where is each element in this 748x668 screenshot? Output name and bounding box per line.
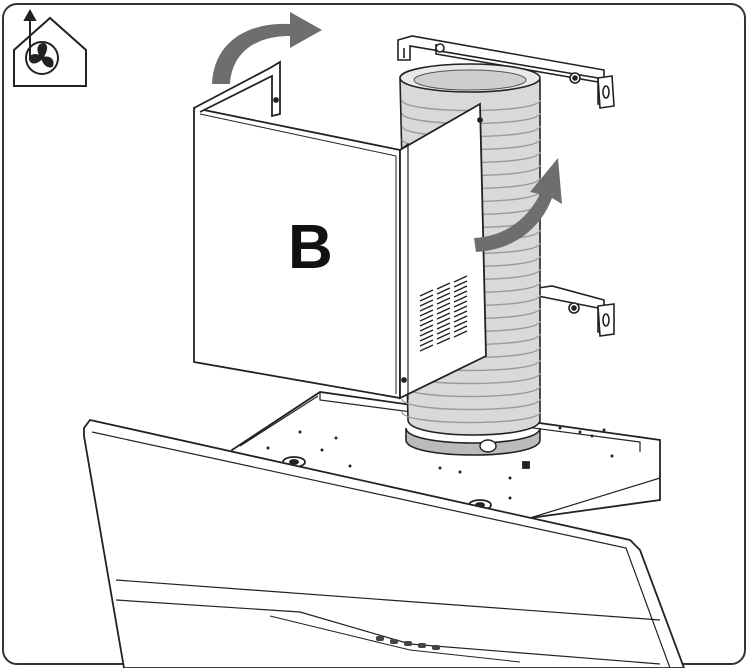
vent-slot bbox=[436, 332, 451, 340]
vent-slot bbox=[436, 312, 451, 320]
chimney-cover-b bbox=[193, 60, 487, 400]
vent-slot bbox=[453, 285, 468, 293]
lower-wall-bracket bbox=[537, 285, 615, 337]
hood-glass-panel bbox=[83, 418, 685, 668]
vent-slot bbox=[419, 289, 434, 297]
vent-slot bbox=[436, 297, 451, 305]
ducted-extraction-house-fan-icon bbox=[13, 8, 87, 87]
vent-slot bbox=[419, 339, 434, 347]
vent-slot bbox=[436, 337, 451, 345]
vent-slot bbox=[436, 322, 451, 330]
duct-rib bbox=[401, 398, 541, 411]
vent-slot bbox=[453, 280, 468, 288]
vent-slot bbox=[436, 292, 451, 300]
vent-slot bbox=[436, 307, 451, 315]
vent-slot bbox=[453, 330, 468, 338]
vent-slot bbox=[419, 294, 434, 302]
hose-clamp bbox=[405, 427, 541, 456]
vent-slot bbox=[419, 334, 434, 342]
vent-slot bbox=[436, 287, 451, 295]
vent-slot bbox=[419, 314, 434, 322]
vent-slot bbox=[419, 299, 434, 307]
vent-slot bbox=[453, 320, 468, 328]
vent-slot bbox=[453, 295, 468, 303]
vent-slot bbox=[436, 302, 451, 310]
vent-slot bbox=[419, 319, 434, 327]
vent-slot bbox=[419, 304, 434, 312]
vent-slot bbox=[453, 290, 468, 298]
vent-slot bbox=[419, 344, 434, 352]
upper-wall-bracket bbox=[397, 35, 615, 109]
vent-slot bbox=[453, 310, 468, 318]
vent-slot bbox=[453, 315, 468, 323]
vent-slot bbox=[419, 329, 434, 337]
vent-slots bbox=[419, 275, 468, 352]
vent-slot bbox=[419, 309, 434, 317]
vent-slot bbox=[436, 317, 451, 325]
vent-slot bbox=[453, 300, 468, 308]
curved-arrow-lift-cover bbox=[212, 12, 322, 84]
vent-slot bbox=[453, 275, 468, 283]
vent-slot bbox=[436, 327, 451, 335]
vent-slot bbox=[453, 305, 468, 313]
part-label: B bbox=[288, 213, 333, 282]
vent-slot bbox=[436, 282, 451, 290]
vent-slot bbox=[453, 325, 468, 333]
curved-arrow-rotate-duct bbox=[474, 158, 562, 252]
vent-slot bbox=[419, 324, 434, 332]
duct-rib bbox=[401, 411, 541, 424]
